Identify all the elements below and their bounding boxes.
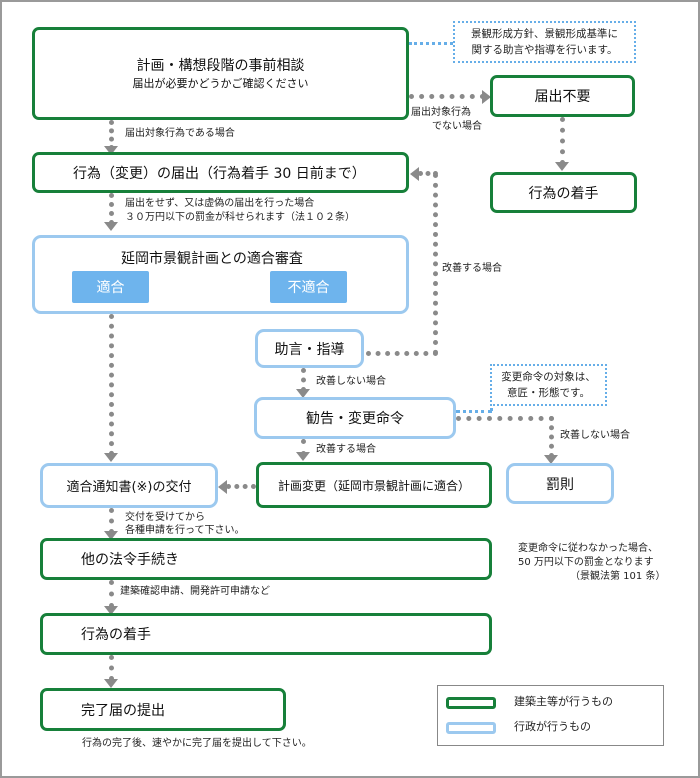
start-main-box: 行為の着手 (40, 613, 492, 655)
note-after-issue-2: 各種申請を行って下さい。 (125, 525, 245, 536)
notification-box: 行為（変更）の届出（行為着手 30 日前まで） (32, 152, 409, 193)
connector-start-to-completion (109, 655, 114, 681)
note-not-applicable-2: でない場合 (432, 121, 482, 132)
penalty-label: 罰則 (546, 476, 574, 493)
legend-admin-label: 行政が行うもの (514, 720, 591, 733)
not-required-box: 届出不要 (490, 75, 635, 117)
arrowhead (104, 606, 118, 615)
nonconform-label: 不適合 (287, 280, 330, 296)
connector-notice-to-other (109, 508, 114, 534)
connector-consult-to-not-required (409, 94, 485, 99)
completion-label: 完了届の提出 (81, 702, 165, 719)
arrowhead (296, 389, 310, 398)
connector-improve-up (433, 173, 438, 355)
legend-owner-swatch (446, 697, 496, 709)
connector-advice-right (366, 351, 438, 356)
callout-link-guidance (409, 42, 453, 45)
note-completion: 行為の完了後、速やかに完了届を提出して下さい。 (82, 738, 312, 749)
start-right-box: 行為の着手 (490, 172, 637, 213)
conform-badge: 適合 (72, 271, 149, 303)
arrowhead (482, 90, 491, 104)
note-false-report-1: 届出をせず、又は虚偽の届出を行った場合 (125, 198, 315, 209)
note-improve-2: 改善する場合 (316, 444, 376, 455)
not-required-label: 届出不要 (534, 89, 591, 105)
consult-title: 計画・構想段階の事前相談 (136, 57, 305, 74)
connector-not-required-to-start (560, 117, 565, 165)
note-after-issue-1: 交付を受けてから (125, 512, 205, 523)
connector-other-to-start (109, 580, 114, 608)
note-applicable: 届出対象行為である場合 (125, 128, 235, 139)
arrowhead (410, 167, 419, 181)
connector-improve-to-notification (418, 171, 438, 176)
arrowhead (104, 146, 118, 155)
connector-conform-to-notice (109, 314, 114, 456)
consult-subtitle: 届出が必要かどうかご確認ください (132, 76, 309, 90)
arrowhead (104, 679, 118, 688)
arrowhead (544, 455, 558, 464)
notice-issue-label: 適合通知書(※)の交付 (66, 480, 192, 495)
review-label: 延岡市景観計画との適合審査 (121, 251, 303, 267)
note-building-confirm: 建築確認申請、開発許可申請など (120, 586, 270, 597)
recommend-box: 勧告・変更命令 (254, 397, 456, 439)
connector-advice-to-recommend (301, 368, 306, 392)
note-not-improve-2: 改善しない場合 (560, 430, 630, 441)
advice-box: 助言・指導 (255, 329, 364, 368)
guidance-line-2: 関する助言や指導を行います。 (471, 44, 618, 56)
legend: 建築主等が行うもの 行政が行うもの (437, 685, 664, 746)
connector-recommend-to-plan-change (301, 439, 306, 456)
recommend-label: 勧告・変更命令 (306, 411, 404, 427)
notice-issue-box: 適合通知書(※)の交付 (40, 463, 218, 508)
notification-label: 行為（変更）の届出（行為着手 30 日前まで） (73, 165, 366, 182)
note-disobey-2: 50 万円以下の罰金となります (518, 557, 654, 568)
consult-box: 計画・構想段階の事前相談 届出が必要かどうかご確認ください (32, 27, 409, 120)
order-target-callout: 変更命令の対象は、 意匠・形態です。 (490, 364, 607, 406)
other-procedures-label: 他の法令手続き (81, 552, 179, 568)
arrowhead (104, 222, 118, 231)
legend-owner-label: 建築主等が行うもの (514, 695, 613, 708)
arrowhead (555, 162, 569, 171)
order-target-line-1: 変更命令の対象は、 (501, 371, 596, 383)
connector-recommend-to-penalty (456, 416, 554, 421)
advice-label: 助言・指導 (274, 341, 345, 358)
guidance-line-1: 景観形成方針、景観形成基準に (471, 28, 618, 40)
legend-admin-swatch (446, 722, 496, 734)
conform-label: 適合 (96, 280, 125, 296)
penalty-box: 罰則 (506, 463, 614, 504)
start-main-label: 行為の着手 (81, 627, 151, 643)
guidance-callout: 景観形成方針、景観形成基準に 関する助言や指導を行います。 (453, 21, 636, 63)
completion-box: 完了届の提出 (40, 688, 286, 731)
note-improve-right: 改善する場合 (442, 263, 502, 274)
connector-consult-to-notification (109, 120, 114, 150)
arrowhead (104, 531, 118, 540)
connector-notification-to-review (109, 193, 114, 225)
note-not-applicable-1: 届出対象行為 (411, 107, 471, 118)
other-procedures-box: 他の法令手続き (40, 538, 492, 580)
plan-change-box: 計画変更（延岡市景観計画に適合） (256, 462, 492, 508)
note-disobey-1: 変更命令に従わなかった場合、 (518, 543, 658, 554)
connector-penalty-down (549, 416, 554, 458)
note-disobey-3: （景観法第 101 条） (570, 571, 666, 582)
nonconform-badge: 不適合 (270, 271, 347, 303)
arrowhead (218, 480, 227, 494)
connector-plan-change-to-notice (226, 484, 256, 489)
callout-link-order-target-h (456, 410, 492, 413)
plan-change-label: 計画変更（延岡市景観計画に適合） (277, 478, 470, 493)
note-not-improve-1: 改善しない場合 (316, 376, 386, 387)
arrowhead (296, 452, 310, 461)
order-target-line-2: 意匠・形態です。 (507, 387, 590, 399)
arrowhead (104, 453, 118, 462)
start-right-label: 行為の着手 (528, 185, 599, 202)
note-false-report-2: ３０万円以下の罰金が科せられます（法１０２条） (125, 212, 355, 223)
